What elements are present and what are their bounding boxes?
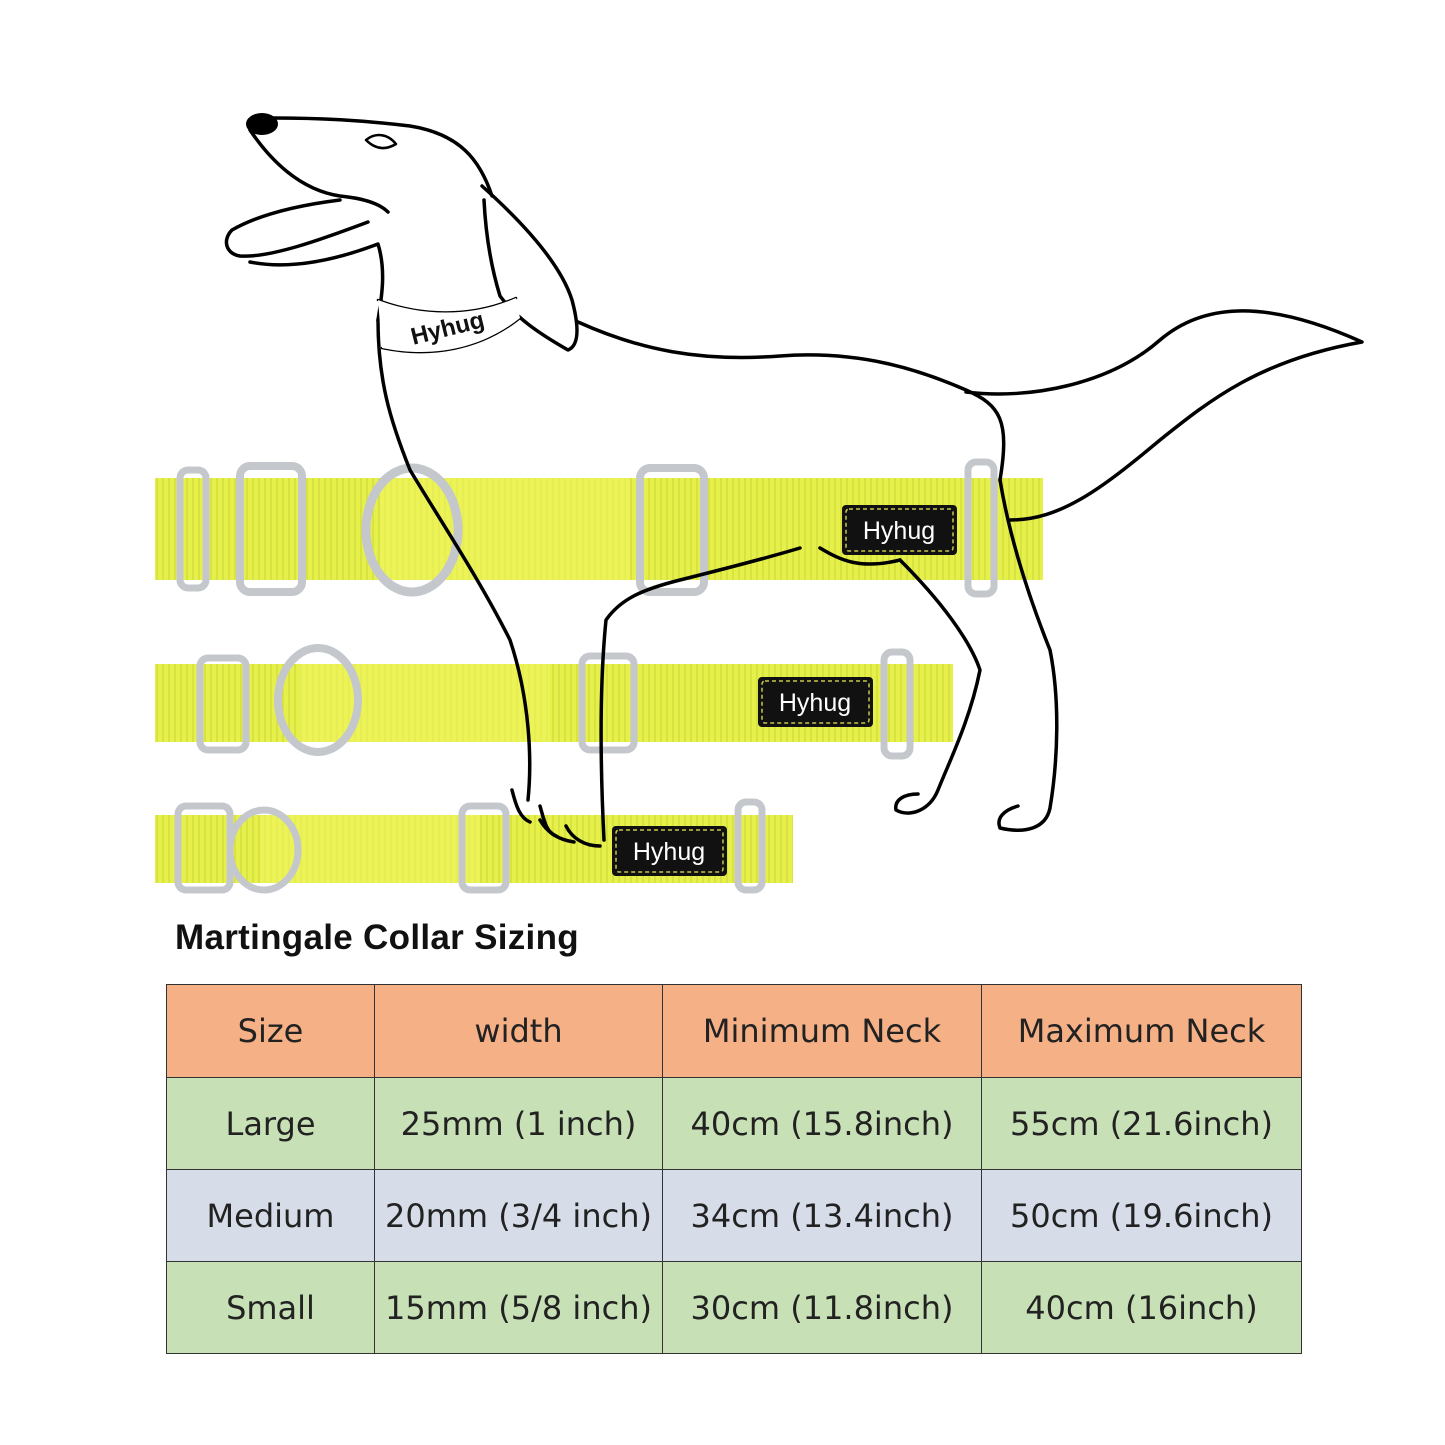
header-size: Size: [166, 984, 375, 1078]
cell-width: 20mm (3/4 inch): [374, 1169, 663, 1262]
small-collar-tag-text: Hyhug: [633, 838, 705, 866]
cell-size: Medium: [166, 1169, 375, 1262]
table-header-row: Size width Minimum Neck Maximum Neck: [166, 984, 1302, 1078]
header-width: width: [374, 984, 663, 1078]
header-maximum-neck: Maximum Neck: [981, 984, 1302, 1078]
cell-max-neck: 50cm (19.6inch): [981, 1169, 1302, 1262]
table-row: Large 25mm (1 inch) 40cm (15.8inch) 55cm…: [166, 1077, 1302, 1170]
cell-width: 15mm (5/8 inch): [374, 1261, 663, 1354]
cell-min-neck: 30cm (11.8inch): [662, 1261, 982, 1354]
cell-size: Large: [166, 1077, 375, 1170]
small-collar: Hyhug: [155, 798, 793, 894]
table-row: Small 15mm (5/8 inch) 30cm (11.8inch) 40…: [166, 1261, 1302, 1354]
dog-outline: [224, 113, 1364, 848]
cell-max-neck: 55cm (21.6inch): [981, 1077, 1302, 1170]
medium-collar-label: [758, 677, 873, 727]
cell-width: 25mm (1 inch): [374, 1077, 663, 1170]
large-collar-tag-text: Hyhug: [863, 517, 935, 545]
header-minimum-neck: Minimum Neck: [662, 984, 982, 1078]
dog-neck-band: Hyhug: [378, 298, 520, 353]
table-row: Medium 20mm (3/4 inch) 34cm (13.4inch) 5…: [166, 1169, 1302, 1262]
small-collar-label: [612, 826, 727, 876]
dog-collar-illustration: Hyhug Hyhug Hyhug: [155, 113, 1364, 894]
large-collar: Hyhug: [155, 458, 1043, 598]
cell-max-neck: 40cm (16inch): [981, 1261, 1302, 1354]
large-collar-label: [842, 505, 957, 555]
medium-collar: Hyhug: [155, 644, 953, 760]
cell-min-neck: 34cm (13.4inch): [662, 1169, 982, 1262]
cell-min-neck: 40cm (15.8inch): [662, 1077, 982, 1170]
cell-size: Small: [166, 1261, 375, 1354]
sizing-table: Size width Minimum Neck Maximum Neck Lar…: [166, 984, 1302, 1354]
sizing-title: Martingale Collar Sizing: [175, 918, 579, 957]
medium-collar-tag-text: Hyhug: [779, 689, 851, 717]
